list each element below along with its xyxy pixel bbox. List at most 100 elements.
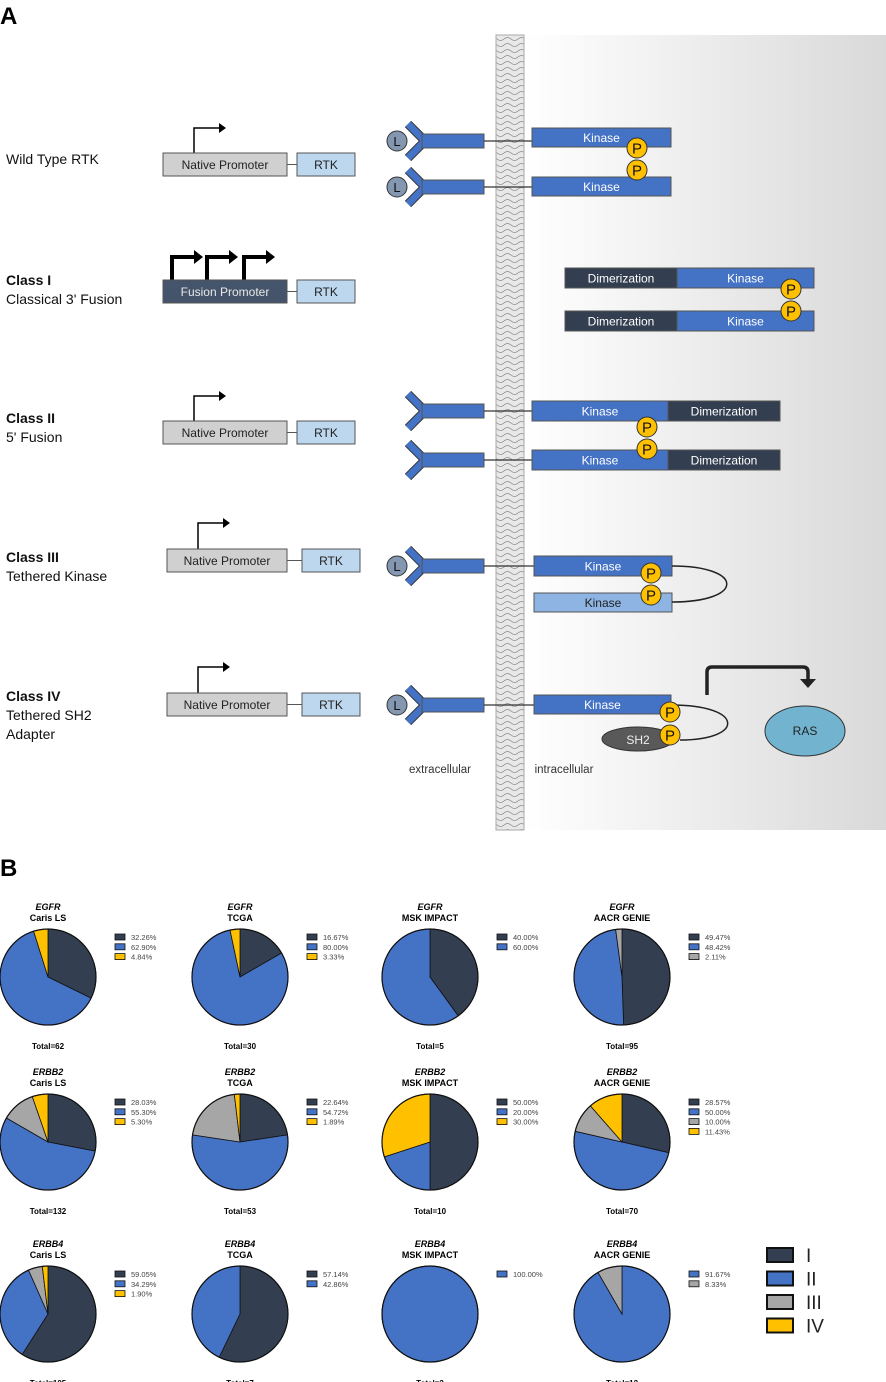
legend-value: 60.00% <box>513 943 539 952</box>
pie-gene-title: EGFR <box>35 902 61 912</box>
legend-swatch-I <box>688 1098 700 1106</box>
legend-value: 10.00% <box>705 1118 731 1127</box>
ligand <box>386 130 408 152</box>
arrowhead-icon <box>219 123 226 133</box>
rtk-label: RTK <box>319 698 343 712</box>
legend-swatch-II <box>688 1270 700 1278</box>
legend-value: 4.84% <box>131 953 153 962</box>
legend-value: 57.14% <box>323 1270 349 1279</box>
legend-swatch-IV <box>306 953 318 960</box>
promoter-arrow-icon <box>197 522 223 549</box>
legend-swatch-II <box>496 943 508 951</box>
pie-gene-title: EGFR <box>227 902 253 912</box>
pie-outline <box>191 1265 289 1363</box>
pie-gene-title: ERBB2 <box>33 1067 64 1077</box>
row-subtitle: 5' Fusion <box>6 429 62 445</box>
extracellular-stalk <box>421 452 485 468</box>
rtk-box <box>296 152 356 177</box>
extracellular-stalk <box>421 133 485 149</box>
rtk-label: RTK <box>314 426 338 440</box>
dimerization-label: Dimerization <box>588 315 655 329</box>
ligand <box>386 176 408 198</box>
row-subtitle-2: Adapter <box>6 726 55 742</box>
row-subtitle: Wild Type RTK <box>6 151 100 167</box>
pie-source-title: AACR GENIE <box>594 1078 651 1088</box>
row-subtitle: Tethered SH2 <box>6 707 92 723</box>
promoter-arrow-icon <box>205 255 229 280</box>
arrowhead-icon <box>219 391 226 401</box>
pie-outline <box>381 1093 479 1191</box>
phosphate-label: P <box>632 163 642 180</box>
phosphate <box>636 438 658 460</box>
legend-value: 3.33% <box>323 953 345 962</box>
legend-value: 20.00% <box>513 1108 539 1117</box>
pie-outline <box>0 1093 97 1191</box>
dimerization-domain <box>667 449 781 471</box>
pie-source-title: MSK IMPACT <box>402 1250 459 1260</box>
pie-source-title: Caris LS <box>30 913 67 923</box>
phosphate <box>659 724 681 746</box>
legend-value: 30.00% <box>513 1118 539 1127</box>
pie-source-title: Caris LS <box>30 1250 67 1260</box>
phosphate <box>640 562 662 584</box>
kinase-domain <box>531 176 672 197</box>
legend-value: 55.30% <box>131 1108 157 1117</box>
dimerization-label: Dimerization <box>691 454 758 468</box>
promoter-arrow-icon <box>193 127 219 153</box>
phosphate <box>636 416 658 438</box>
phosphate-label: P <box>646 566 656 583</box>
pie-total: Total=132 <box>30 1207 67 1216</box>
pie-outline <box>0 1265 97 1363</box>
pie-total: Total=12 <box>606 1379 639 1382</box>
cell-membrane <box>495 34 525 831</box>
legend-value: 50.00% <box>705 1108 731 1117</box>
legend-swatch-I <box>496 933 508 941</box>
arrowhead-icon <box>229 250 238 264</box>
legend-swatch-III <box>688 953 700 960</box>
pie-outline <box>381 928 479 1026</box>
legend-value: 28.03% <box>131 1098 157 1107</box>
legend-swatch-I <box>306 933 318 941</box>
kinase-domain <box>676 267 815 289</box>
class-legend-label: III <box>806 1293 822 1314</box>
phosphate <box>640 584 662 606</box>
legend-swatch-II <box>688 1108 700 1116</box>
phosphate-label: P <box>642 420 652 437</box>
pie-total: Total=10 <box>414 1207 447 1216</box>
legend-value: 8.33% <box>705 1280 727 1289</box>
signaling-arrowhead-icon <box>800 679 816 688</box>
pie-outline <box>191 928 289 1026</box>
ligand-label: L <box>393 559 400 574</box>
legend-value: 22.64% <box>323 1098 349 1107</box>
promoter-label: Fusion Promoter <box>181 285 270 299</box>
pie-total: Total=2 <box>416 1379 444 1382</box>
row-title: Class IV <box>6 688 61 704</box>
phosphate-label: P <box>665 728 675 745</box>
legend-value: 11.43% <box>705 1127 730 1136</box>
legend-swatch-II <box>114 943 126 951</box>
phosphate <box>780 278 802 300</box>
legend-swatch-III <box>688 1118 700 1125</box>
legend-swatch-IV <box>688 1128 700 1135</box>
kinase-label: Kinase <box>582 454 619 468</box>
pie-gene-title: ERBB2 <box>607 1067 638 1077</box>
legend-value: 80.00% <box>323 943 349 952</box>
class-legend-swatch-III <box>766 1294 794 1310</box>
promoter-label: Native Promoter <box>182 426 269 440</box>
class-legend-swatch-IV <box>766 1317 794 1334</box>
phosphate-label: P <box>646 588 656 605</box>
ras-protein <box>764 705 846 757</box>
legend-value: 1.89% <box>323 1118 345 1127</box>
pie-total: Total=5 <box>416 1042 444 1051</box>
class-legend-label: I <box>806 1246 811 1267</box>
legend-swatch-I <box>114 1270 126 1278</box>
pie-gene-title: ERBB4 <box>607 1239 638 1249</box>
pie-gene-title: ERBB4 <box>415 1239 446 1249</box>
